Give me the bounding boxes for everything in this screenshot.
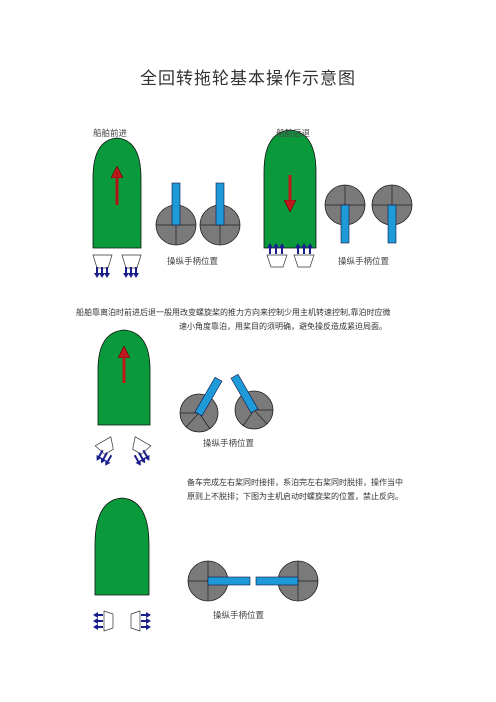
handle-forward-left — [171, 182, 181, 226]
thrust-arrows-angled-left — [96, 449, 113, 466]
thruster-housing-left — [92, 254, 113, 269]
label-ship-backward: 船舶后退 — [276, 129, 311, 139]
control-dial-backward-right — [371, 184, 413, 244]
note-engine-line1: 备车完成左右桨同时接排，系泊完左右桨同时脱排，操作当中 — [187, 478, 403, 487]
thruster-housing-side-right — [130, 610, 141, 632]
label-handle-position-2: 操纵手柄位置 — [338, 257, 390, 267]
control-dial-start-right — [255, 560, 319, 602]
handle-berthing-left — [194, 376, 223, 417]
thrust-arrows-forward-right — [123, 267, 139, 278]
handle-start-left — [207, 576, 251, 586]
control-dial-forward-left — [155, 182, 197, 246]
label-handle-position-3: 操纵手柄位置 — [203, 439, 255, 449]
note-engine-line2: 原则上不脱排；下图为主机启动时螺旋桨的位置，禁止反向。 — [187, 492, 403, 501]
thruster-housing-side-left — [103, 610, 114, 632]
label-handle-position-4: 操纵手柄位置 — [213, 611, 265, 621]
thrust-arrows-angled-right — [133, 449, 150, 466]
thruster-housing-angled-right — [132, 436, 152, 455]
control-dial-berthing-left — [179, 376, 223, 433]
thruster-housing-back-right — [293, 254, 315, 268]
handle-backward-left — [340, 204, 350, 244]
control-dial-berthing-right — [230, 373, 274, 430]
control-dial-backward-left — [324, 184, 366, 244]
handle-start-right — [255, 576, 299, 586]
thrust-arrows-backward — [267, 243, 313, 254]
tug-hull-engine-start — [94, 497, 150, 596]
handle-backward-right — [387, 204, 397, 244]
note-berthing-line2: 速小角度靠泊，用桨目的须明确，避免操反造成紧迫局面。 — [179, 322, 387, 331]
control-dial-forward-right — [199, 182, 241, 246]
thruster-housing-back-left — [266, 254, 288, 268]
control-dial-start-left — [187, 560, 251, 602]
handle-berthing-right — [230, 373, 259, 414]
thruster-housing-right — [121, 254, 142, 269]
thrust-arrows-forward-left — [94, 267, 110, 278]
page-title: 全回转拖轮基本操作示意图 — [140, 69, 356, 89]
handle-forward-right — [215, 182, 225, 226]
label-ship-forward: 船舶前进 — [93, 129, 128, 139]
thrust-arrows-side-right — [141, 612, 151, 630]
thrust-arrows-side-left — [93, 612, 103, 630]
label-handle-position-1: 操纵手柄位置 — [167, 257, 219, 267]
note-berthing-line1: 船舶靠离泊时前进后退一般用改变螺旋桨的推力方向来控制少用主机转速控制,靠泊时应微 — [76, 308, 391, 317]
